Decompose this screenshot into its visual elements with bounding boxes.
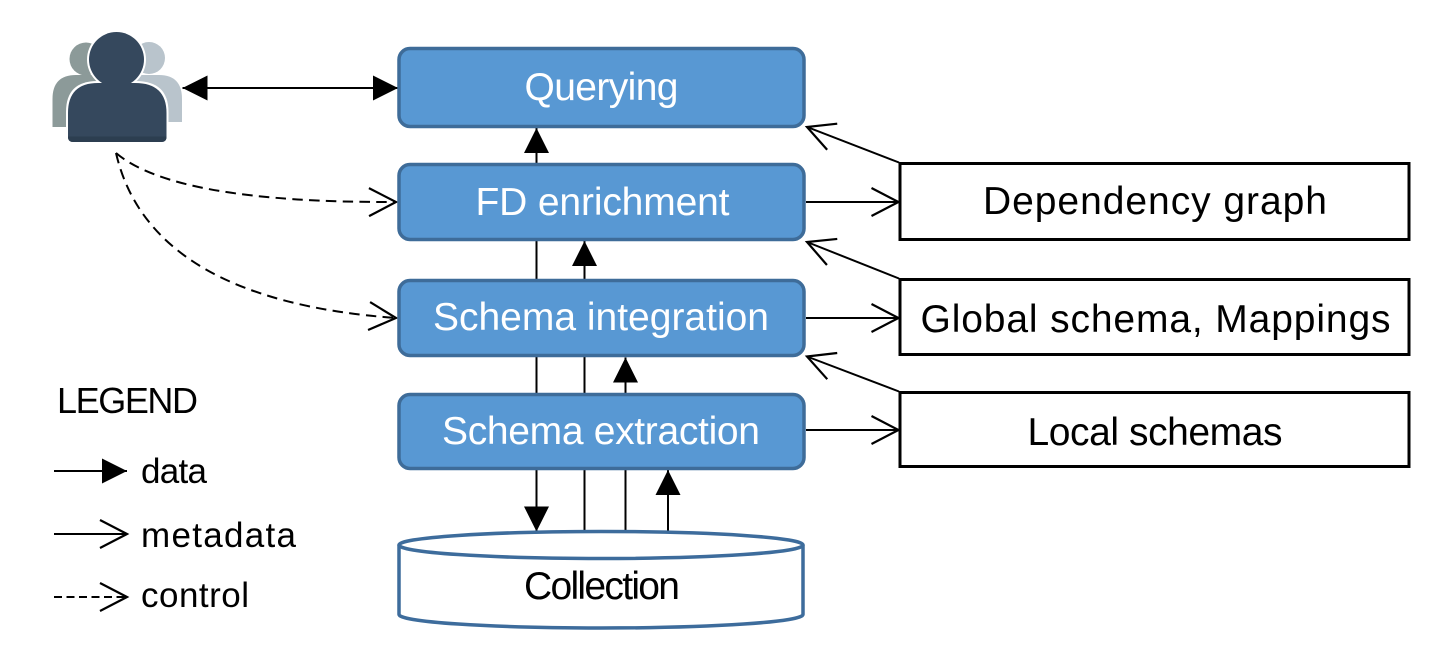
- svg-text:Global schema, Mappings: Global schema, Mappings: [921, 298, 1391, 341]
- svg-text:Dependency graph: Dependency graph: [983, 180, 1327, 223]
- svg-text:control: control: [141, 576, 249, 615]
- svg-text:LEGEND: LEGEND: [57, 380, 198, 421]
- svg-text:Collection: Collection: [524, 565, 680, 608]
- svg-text:Schema integration: Schema integration: [433, 296, 769, 339]
- svg-text:Local schemas: Local schemas: [1028, 411, 1283, 454]
- svg-text:Schema extraction: Schema extraction: [442, 410, 760, 453]
- svg-text:data: data: [141, 452, 208, 491]
- svg-text:Querying: Querying: [525, 66, 679, 109]
- svg-text:metadata: metadata: [141, 516, 297, 555]
- svg-text:FD enrichment: FD enrichment: [476, 181, 730, 224]
